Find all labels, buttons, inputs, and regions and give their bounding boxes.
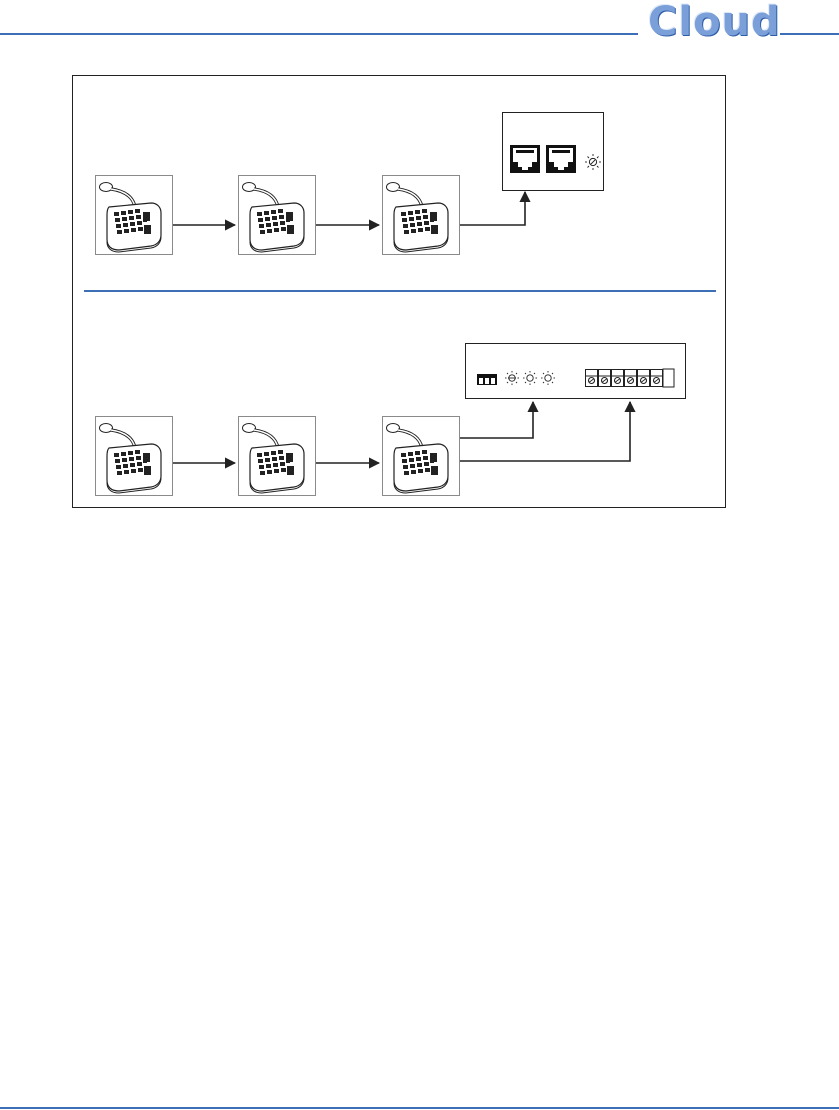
paging-microphone-icon	[239, 417, 316, 496]
rj45-port-icon	[510, 145, 540, 173]
link-arrow	[460, 402, 630, 461]
link-arrow	[460, 192, 525, 225]
control-interface-panel	[466, 344, 686, 399]
screw-terminal-icon	[586, 370, 598, 387]
network-interface-panel	[503, 113, 604, 191]
paging-microphone-icon	[96, 176, 173, 255]
screw-terminal-icon	[599, 370, 611, 387]
screw-terminal-icon	[651, 370, 663, 387]
paging-microphone-icon	[383, 176, 460, 255]
screw-terminal-icon	[612, 370, 624, 387]
paging-microphone-icon	[383, 417, 460, 496]
screw-terminal-icon	[638, 370, 650, 387]
paging-microphone-icon	[239, 176, 316, 255]
rj45-port-icon	[546, 145, 576, 173]
link-arrow	[460, 402, 533, 438]
terminal-block-icon	[477, 374, 497, 385]
paging-microphone-icon	[96, 417, 173, 496]
screw-terminal-icon	[625, 370, 637, 387]
